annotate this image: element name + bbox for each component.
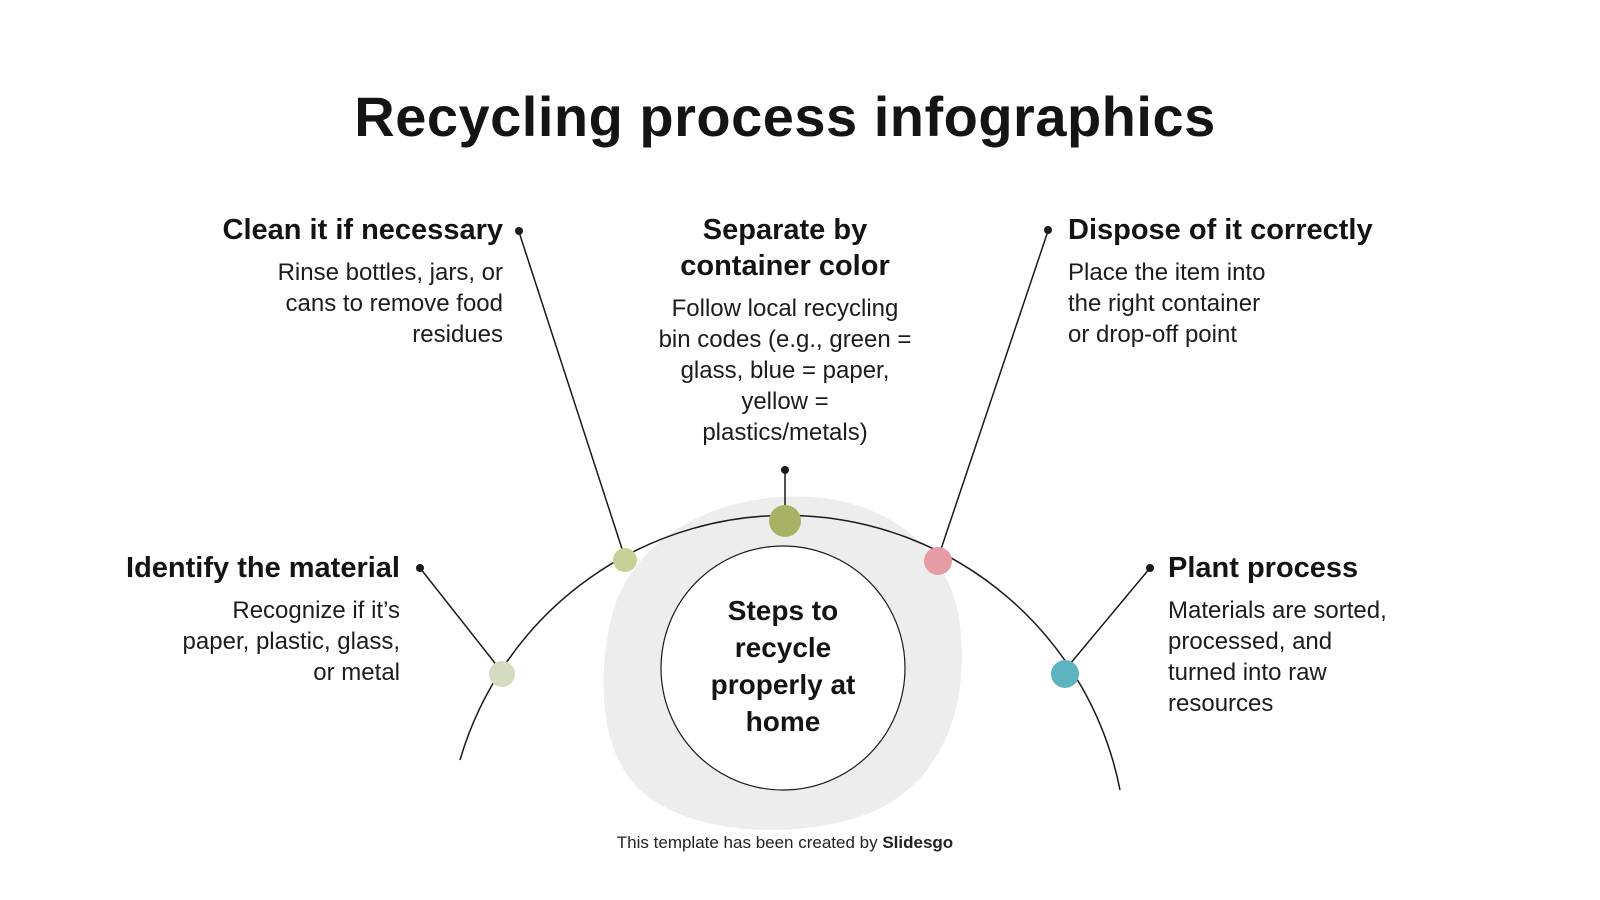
step-clean-body: Rinse bottles, jars, or cans to remove f… xyxy=(277,259,503,348)
connector-endpoint-clean xyxy=(515,227,523,235)
step-plant: Plant process Materials are sorted, proc… xyxy=(1168,550,1478,719)
connector-endpoint-plant xyxy=(1146,564,1154,572)
footer-attribution: This template has been created by Slides… xyxy=(0,833,1570,853)
footer-text: This template has been created by xyxy=(616,833,883,852)
connector-endpoint-identify xyxy=(416,564,424,572)
step-dispose: Dispose of it correctly Place the item i… xyxy=(1068,212,1448,350)
footer-brand: Slidesgo xyxy=(882,833,954,852)
connector-plant xyxy=(1064,567,1151,671)
connector-dispose xyxy=(937,230,1049,559)
step-separate-body: Follow local recycling bin codes (e.g., … xyxy=(658,295,912,446)
page-title: Recycling process infographics xyxy=(354,85,1216,148)
connector-identify xyxy=(419,567,503,673)
step-plant-body: Materials are sorted, processed, and tur… xyxy=(1168,597,1387,717)
step-separate: Separate by container color Follow local… xyxy=(612,212,958,448)
node-dot-separate xyxy=(769,505,801,537)
connector-endpoint-separate xyxy=(781,466,789,474)
step-plant-heading: Plant process xyxy=(1168,552,1359,584)
step-dispose-body: Place the item into the right container … xyxy=(1068,259,1266,348)
step-clean-heading: Clean it if necessary xyxy=(222,214,503,246)
node-dot-identify xyxy=(489,661,515,687)
node-dot-plant xyxy=(1051,660,1079,688)
center-circle xyxy=(660,545,906,791)
step-identify: Identify the material Recognize if it’s … xyxy=(40,550,400,688)
step-identify-heading: Identify the material xyxy=(126,552,400,584)
node-dot-clean xyxy=(613,548,637,572)
node-dot-dispose xyxy=(924,547,952,575)
step-separate-heading: Separate by container color xyxy=(680,214,890,282)
step-clean: Clean it if necessary Rinse bottles, jar… xyxy=(163,212,503,350)
step-dispose-heading: Dispose of it correctly xyxy=(1068,214,1373,246)
center-circle-label: Steps to recycle properly at home xyxy=(710,595,856,737)
connector-clean xyxy=(518,231,626,559)
connector-endpoint-dispose xyxy=(1044,226,1052,234)
step-identify-body: Recognize if it’s paper, plastic, glass,… xyxy=(182,597,400,686)
